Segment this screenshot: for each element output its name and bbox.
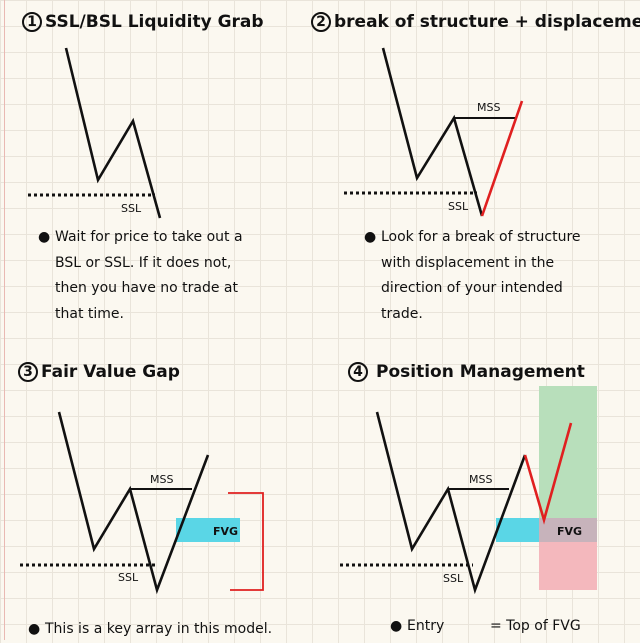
section-4-fvg-label: FVG bbox=[557, 525, 582, 538]
section-2-mss-label: MSS bbox=[477, 101, 500, 114]
section-4-price-path bbox=[375, 411, 527, 595]
section-3-fvg-zone bbox=[176, 518, 240, 542]
section-4-target-zone bbox=[539, 386, 597, 518]
section-3-fvg-label: FVG bbox=[213, 525, 238, 538]
section-3-ssl-label: SSL bbox=[118, 571, 139, 584]
notebook-margin-line bbox=[4, 0, 5, 640]
section-1-number-badge: 1 bbox=[22, 12, 42, 32]
section-2-bullet-line: direction of your intended bbox=[381, 280, 563, 296]
section-2-price-path bbox=[381, 47, 484, 217]
section-2-ssl-label: SSL bbox=[448, 200, 469, 213]
bullet-dot: ● bbox=[390, 618, 403, 634]
bullet-dot: ● bbox=[364, 229, 377, 245]
section-3-number-badge: 3 bbox=[18, 362, 38, 382]
section-4-fvg-zone bbox=[539, 518, 597, 542]
section-2-number-badge: 2 bbox=[311, 12, 331, 32]
section-1-bullet-line: then you have no trade at bbox=[55, 280, 239, 296]
section-3-range-bracket bbox=[228, 492, 264, 591]
bullet-dot: ● bbox=[28, 621, 41, 637]
section-2-bullet-line: Look for a break of structure bbox=[381, 229, 581, 245]
section-2-bullet: ● Look for a break of structure with dis… bbox=[364, 225, 581, 327]
section-4-fvg-entry-zone bbox=[496, 518, 539, 542]
section-2-title-text: break of structure + displacement bbox=[334, 12, 640, 32]
section-1-title-text: SSL/BSL Liquidity Grab bbox=[45, 12, 264, 32]
section-1-title: 1 SSL/BSL Liquidity Grab bbox=[22, 12, 264, 32]
section-4-diagram: MSS SSL FVG bbox=[340, 386, 597, 595]
section-4-mss-label: MSS bbox=[469, 473, 492, 486]
section-4-title: 4 Position Management bbox=[348, 362, 585, 382]
section-4-entry-label: Entry bbox=[407, 618, 445, 634]
section-3-diagram: MSS SSL FVG bbox=[20, 411, 264, 595]
section-1-bullet-line: Wait for price to take out a bbox=[55, 229, 243, 245]
section-1-bullet-line: BSL or SSL. If it does not, bbox=[55, 254, 232, 271]
section-3-price-path bbox=[57, 411, 210, 595]
section-4-stop-zone bbox=[539, 542, 597, 590]
section-2-bullet-line: trade. bbox=[381, 305, 423, 322]
section-4-title-text: Position Management bbox=[376, 362, 585, 382]
section-3-bullet: ● This is a key array in this model. bbox=[28, 617, 273, 643]
section-2-bullet-line: with displacement in the bbox=[381, 254, 555, 271]
section-3-title: 3 Fair Value Gap bbox=[18, 362, 180, 382]
section-2-title: 2 break of structure + displacement bbox=[311, 12, 640, 32]
section-1-price-path bbox=[64, 47, 162, 219]
section-1-ssl-label: SSL bbox=[121, 202, 142, 215]
bullet-dot: ● bbox=[38, 229, 51, 245]
section-4-number-badge: 4 bbox=[348, 362, 368, 382]
section-4-ssl-label: SSL bbox=[443, 572, 464, 585]
section-3-mss-label: MSS bbox=[150, 473, 173, 486]
section-3-title-text: Fair Value Gap bbox=[41, 362, 180, 382]
section-3-bullet-line: This is a key array in this model. bbox=[45, 621, 273, 637]
section-4-retrace-and-expansion bbox=[523, 422, 573, 525]
section-4-entry-value: = Top of FVG bbox=[490, 618, 581, 634]
section-2-displacement-leg bbox=[480, 100, 524, 217]
section-1-bullet-line: that time. bbox=[55, 305, 124, 322]
section-1-diagram: SSL bbox=[28, 47, 162, 219]
section-2-diagram: MSS SSL bbox=[344, 47, 524, 217]
section-1-bullet: ● Wait for price to take out a BSL or SS… bbox=[38, 225, 243, 327]
